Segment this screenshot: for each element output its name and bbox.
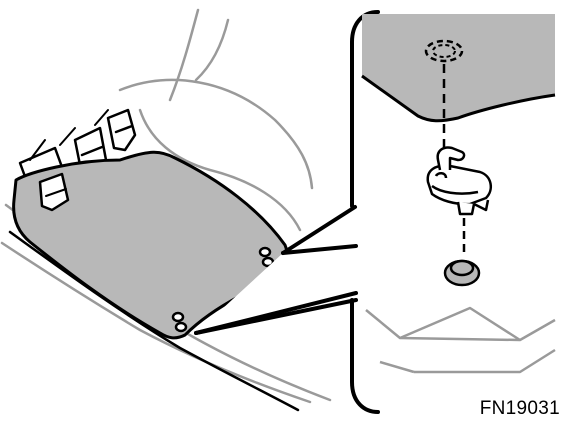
retaining-hook bbox=[426, 146, 493, 216]
kick-panel-line bbox=[138, 108, 302, 232]
inset-floor-lines bbox=[365, 306, 556, 374]
detail-inset bbox=[350, 10, 556, 414]
inset-floor-mat bbox=[362, 14, 555, 121]
mat-hole-outline bbox=[424, 39, 464, 63]
floor-anchor bbox=[443, 259, 481, 287]
footwell-scene bbox=[0, 8, 332, 412]
callout-pointer-upper bbox=[281, 205, 357, 255]
figure-code: FN19031 bbox=[479, 398, 560, 419]
mat-hook-lower bbox=[171, 311, 188, 333]
inset-frame bbox=[350, 10, 380, 414]
callout-pointer bbox=[194, 200, 358, 335]
floor-edge-line bbox=[8, 230, 300, 412]
mat-hook-upper bbox=[258, 246, 275, 268]
